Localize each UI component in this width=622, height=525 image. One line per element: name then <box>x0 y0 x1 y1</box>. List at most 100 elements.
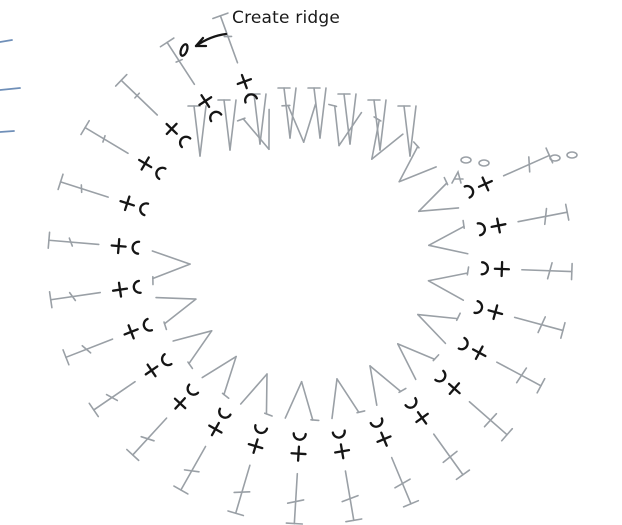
stitch-cap <box>537 379 545 393</box>
back-loop-arc-icon <box>435 371 445 382</box>
top-row-stitches <box>188 88 416 156</box>
v-leg <box>398 344 416 380</box>
v-leg <box>337 379 359 412</box>
v-leg <box>419 208 459 211</box>
v-stitch-icon <box>278 88 296 138</box>
arc-stroke <box>459 338 468 349</box>
v-leg <box>156 298 196 300</box>
create-ridge-label: Create ridge <box>232 8 340 28</box>
plus-stroke <box>292 453 306 454</box>
v-leg <box>165 299 196 324</box>
chain-stitches-top <box>179 43 189 56</box>
v-leg <box>304 104 316 142</box>
stitch-crossbar <box>185 470 199 472</box>
v-stitch-icon <box>308 88 326 138</box>
stitch-crossbar <box>529 157 530 172</box>
stitch-cap <box>89 403 98 416</box>
single-crochet-stitch-icon <box>112 239 126 253</box>
v-leg <box>429 273 468 281</box>
stitch-post <box>49 240 99 244</box>
single-crochet-stitch-icon <box>125 325 138 338</box>
v-leg <box>429 245 468 253</box>
arc-stroke <box>255 425 267 433</box>
stitch-cap <box>456 470 469 479</box>
v-leg <box>320 88 326 138</box>
chain-stitch-icon <box>179 43 189 56</box>
stitch-cap <box>174 486 188 494</box>
v-stitch-icon <box>370 366 406 405</box>
v-stitch-icon <box>188 106 206 156</box>
single-crochet-stitch-icon <box>249 439 262 452</box>
stitch-post <box>504 155 550 175</box>
plus-stroke <box>118 239 119 253</box>
v-leg <box>404 106 410 156</box>
back-loop-arc-icon <box>371 418 383 426</box>
arc-stroke <box>435 371 445 382</box>
v-leg <box>230 100 236 150</box>
v-leg <box>335 106 339 146</box>
v-cap <box>374 117 381 121</box>
single-crochet-stitch-icon <box>121 197 134 210</box>
single-crochet-stitch-icon <box>479 178 492 191</box>
stitch-cap <box>160 38 173 47</box>
v-stitch-icon <box>329 104 362 145</box>
plus-stroke <box>209 426 221 433</box>
v-stitch-icon <box>398 344 439 380</box>
arc-stroke <box>406 398 417 408</box>
back-loop-arc-icon <box>210 112 221 121</box>
v-stitch-icon <box>218 100 236 150</box>
v-leg <box>243 119 269 149</box>
arc-stroke <box>156 168 165 179</box>
plus-stroke <box>142 158 149 170</box>
chain-stitch-icon <box>567 152 577 158</box>
v-stitch-icon <box>202 357 236 399</box>
double-crochet-stitch-icon <box>116 75 158 115</box>
single-crochet-stitch-icon <box>113 283 127 297</box>
plus-stroke <box>416 414 427 422</box>
stitch-post <box>121 80 157 115</box>
v-leg <box>419 183 447 211</box>
double-crochet-stitch-icon <box>522 263 572 280</box>
double-crochet-stitch-icon <box>228 465 250 515</box>
double-crochet-stitch-icon <box>518 204 569 224</box>
arc-stroke <box>219 409 230 418</box>
double-crochet-stitch-icon <box>504 148 553 176</box>
back-loop-arc-icon <box>459 338 468 349</box>
v-leg <box>254 94 260 144</box>
back-loop-arc-icon <box>478 223 485 235</box>
stitch-post <box>469 402 507 435</box>
back-loop-arc-icon <box>474 301 482 313</box>
chain-stitch-icon <box>461 157 471 163</box>
v-stitch-icon <box>398 106 416 156</box>
v-leg <box>398 344 435 359</box>
single-crochet-stitch-icon <box>449 383 460 394</box>
double-crochet-stitch-icon <box>286 474 303 524</box>
back-loop-arc-icon <box>133 242 139 254</box>
arc-stroke <box>134 281 141 293</box>
back-loop-arc-icon <box>255 425 267 433</box>
back-loop-arc-icon <box>294 433 306 439</box>
v-leg <box>350 94 356 144</box>
single-crochet-stitch-icon <box>378 433 391 446</box>
stitch-crossbar <box>141 437 154 441</box>
stitch-post <box>518 212 567 221</box>
double-crochet-stitch-icon <box>58 174 108 197</box>
single-crochet-stitch-icon <box>167 124 177 134</box>
chain-stitches-right <box>452 152 577 183</box>
stitch-post <box>434 434 463 475</box>
single-crochet-stitch-icon <box>495 262 509 276</box>
arc-stroke <box>371 418 383 426</box>
double-crochet-stitch-icon <box>469 402 512 441</box>
single-crochet-stitch-icon <box>146 365 158 377</box>
plus-stroke <box>148 365 156 377</box>
v-cap <box>463 221 464 229</box>
margin-mark <box>0 40 12 42</box>
v-cap <box>329 104 337 106</box>
inner-v-stitches <box>152 88 468 420</box>
single-crochet-row <box>112 75 509 461</box>
stitch-post <box>94 382 135 410</box>
v-stitch-icon <box>173 331 212 369</box>
v-stitch-icon <box>238 109 270 149</box>
v-leg <box>314 88 320 138</box>
arc-stroke <box>188 385 198 395</box>
